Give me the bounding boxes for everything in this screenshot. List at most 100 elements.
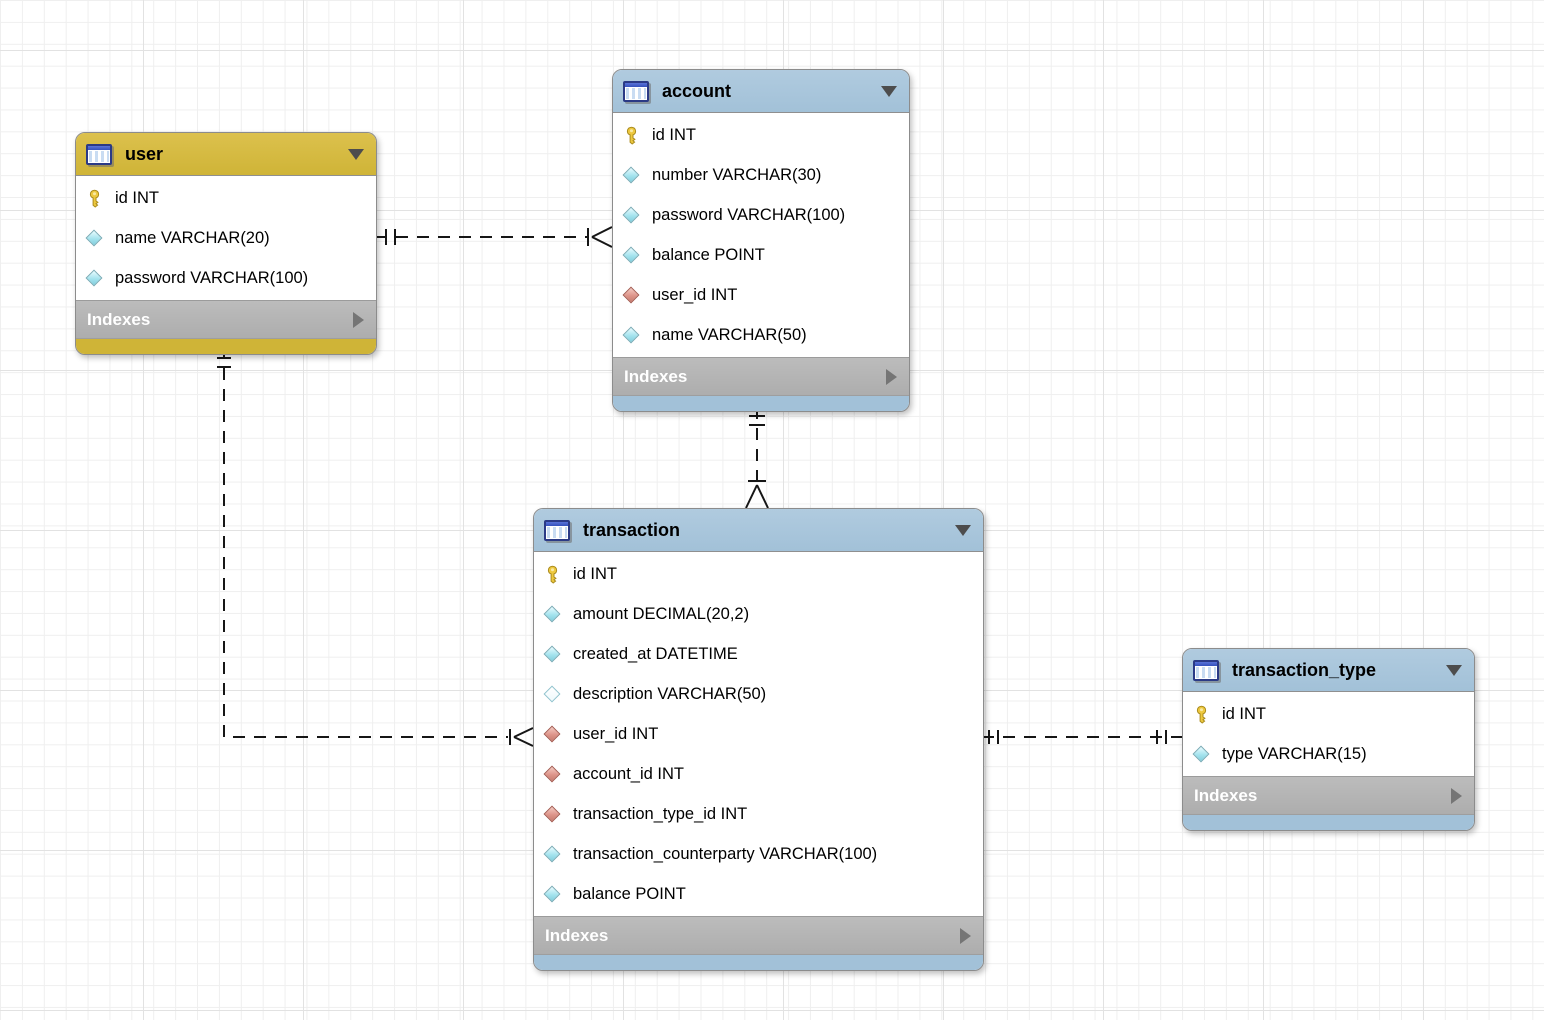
column-list: id INT name VARCHAR(20) password VARCHAR(1…: [76, 176, 376, 300]
column-label: transaction_counterparty VARCHAR(100): [573, 844, 878, 863]
column-icon: [543, 605, 561, 623]
column-label: balance POINT: [573, 884, 686, 903]
column-row[interactable]: account_id INT: [534, 754, 983, 794]
foreign-key-icon: [543, 805, 561, 823]
column-row[interactable]: description VARCHAR(50): [534, 674, 983, 714]
indexes-bar[interactable]: Indexes: [1183, 776, 1474, 814]
column-row[interactable]: password VARCHAR(100): [613, 195, 909, 235]
column-label: type VARCHAR(15): [1222, 744, 1367, 763]
expand-arrow-icon[interactable]: [353, 311, 364, 328]
column-label: amount DECIMAL(20,2): [573, 604, 750, 623]
column-row[interactable]: password VARCHAR(100): [76, 258, 376, 298]
column-list: id INT number VARCHAR(30) password VARCHAR…: [613, 113, 909, 357]
table-account[interactable]: account id INT number VARCHAR(30) password…: [612, 69, 910, 412]
column-icon: [622, 166, 640, 184]
relationship-user-transaction[interactable]: [217, 347, 534, 747]
primary-key-icon: [623, 126, 639, 145]
table-footer: [1183, 814, 1474, 830]
table-transaction-header[interactable]: transaction: [534, 509, 983, 552]
column-label: name VARCHAR(50): [652, 325, 807, 344]
column-icon: [85, 229, 103, 247]
column-row[interactable]: name VARCHAR(50): [613, 315, 909, 355]
column-icon: [85, 269, 103, 287]
foreign-key-icon: [622, 286, 640, 304]
table-icon: [544, 519, 570, 541]
indexes-bar[interactable]: Indexes: [613, 357, 909, 395]
expand-arrow-icon[interactable]: [1451, 787, 1462, 804]
column-row[interactable]: balance POINT: [613, 235, 909, 275]
column-label: number VARCHAR(30): [652, 165, 822, 184]
table-footer: [534, 954, 983, 970]
table-icon: [1193, 659, 1219, 681]
column-row[interactable]: type VARCHAR(15): [1183, 734, 1474, 774]
primary-key-icon: [86, 189, 102, 208]
expand-arrow-icon[interactable]: [960, 927, 971, 944]
indexes-label: Indexes: [1194, 785, 1258, 805]
column-icon: [543, 845, 561, 863]
column-label: user_id INT: [652, 285, 738, 304]
collapse-arrow-icon[interactable]: [955, 524, 971, 536]
table-footer: [613, 395, 909, 411]
column-icon: [543, 885, 561, 903]
column-label: account_id INT: [573, 764, 684, 783]
column-row[interactable]: number VARCHAR(30): [613, 155, 909, 195]
column-label: id INT: [1222, 704, 1267, 723]
column-nullable-icon: [543, 685, 561, 703]
column-row[interactable]: id INT: [613, 115, 909, 155]
column-row[interactable]: id INT: [1183, 694, 1474, 734]
column-row[interactable]: balance POINT: [534, 874, 983, 914]
table-title: transaction: [583, 519, 681, 540]
primary-key-icon: [544, 565, 560, 584]
table-title: user: [125, 143, 164, 164]
table-transaction-type-header[interactable]: transaction_type: [1183, 649, 1474, 692]
column-row[interactable]: user_id INT: [534, 714, 983, 754]
collapse-arrow-icon[interactable]: [881, 85, 897, 97]
relationship-user-account[interactable]: [375, 226, 613, 248]
column-label: description VARCHAR(50): [573, 684, 767, 703]
collapse-arrow-icon[interactable]: [1446, 664, 1462, 676]
column-row[interactable]: amount DECIMAL(20,2): [534, 594, 983, 634]
column-row[interactable]: id INT: [76, 178, 376, 218]
primary-key-icon: [1193, 705, 1209, 724]
indexes-label: Indexes: [624, 366, 688, 386]
column-icon: [622, 326, 640, 344]
foreign-key-icon: [543, 765, 561, 783]
column-row[interactable]: id INT: [534, 554, 983, 594]
table-footer: [76, 338, 376, 354]
column-icon: [543, 645, 561, 663]
column-row[interactable]: user_id INT: [613, 275, 909, 315]
column-row[interactable]: transaction_counterparty VARCHAR(100): [534, 834, 983, 874]
column-list: id INT type VARCHAR(15): [1183, 692, 1474, 776]
column-icon: [622, 206, 640, 224]
indexes-bar[interactable]: Indexes: [534, 916, 983, 954]
column-row[interactable]: created_at DATETIME: [534, 634, 983, 674]
column-label: name VARCHAR(20): [115, 228, 270, 247]
column-icon: [622, 246, 640, 264]
foreign-key-icon: [543, 725, 561, 743]
expand-arrow-icon[interactable]: [886, 368, 897, 385]
column-label: created_at DATETIME: [573, 644, 738, 663]
indexes-bar[interactable]: Indexes: [76, 300, 376, 338]
table-icon: [623, 80, 649, 102]
column-list: id INT amount DECIMAL(20,2) created_at DAT…: [534, 552, 983, 916]
column-row[interactable]: transaction_type_id INT: [534, 794, 983, 834]
indexes-label: Indexes: [545, 925, 609, 945]
column-label: id INT: [573, 564, 618, 583]
table-account-header[interactable]: account: [613, 70, 909, 113]
column-label: balance POINT: [652, 245, 765, 264]
table-user[interactable]: user id INT name VARCHAR(20) password VARC…: [75, 132, 377, 355]
relationship-transaction-transactiontype[interactable]: [982, 730, 1182, 744]
column-label: transaction_type_id INT: [573, 804, 748, 823]
table-transaction[interactable]: transaction id INT amount DECIMAL(20,2) cr…: [533, 508, 984, 971]
column-label: password VARCHAR(100): [115, 268, 309, 287]
relationship-account-transaction[interactable]: [745, 407, 769, 509]
table-title: transaction_type: [1232, 659, 1377, 680]
collapse-arrow-icon[interactable]: [348, 148, 364, 160]
column-label: user_id INT: [573, 724, 659, 743]
table-user-header[interactable]: user: [76, 133, 376, 176]
table-icon: [86, 143, 112, 165]
column-label: id INT: [652, 125, 697, 144]
column-row[interactable]: name VARCHAR(20): [76, 218, 376, 258]
